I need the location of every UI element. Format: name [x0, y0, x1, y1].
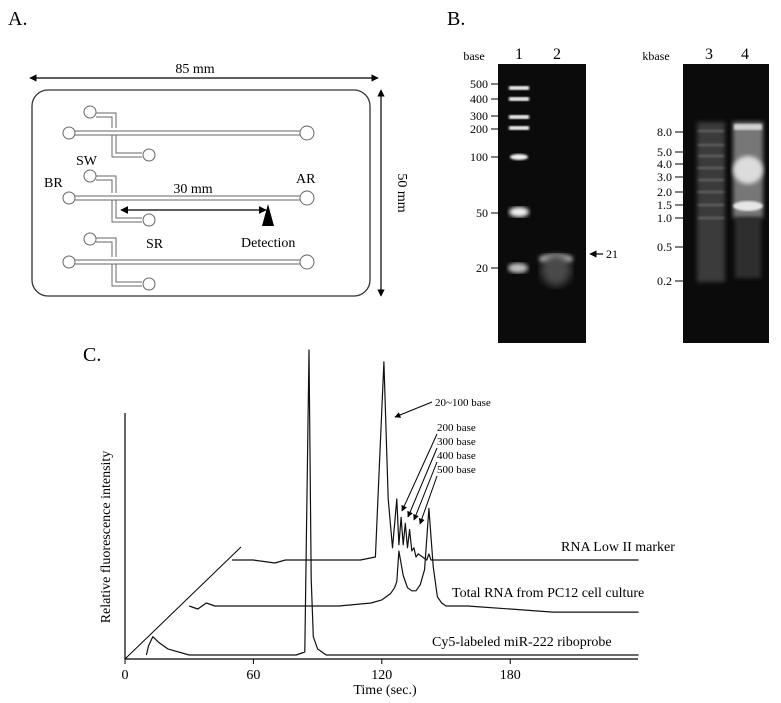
chip-outline [31, 89, 371, 297]
annotation-arrow-200 [401, 433, 438, 512]
gel-2-marker-4.0: 4.0 [657, 157, 672, 171]
gel-2-lane-3-label: 3 [705, 46, 713, 63]
detection-label: Detection [241, 236, 295, 251]
y-axis-label: Relative fluorescence intensity [99, 451, 114, 624]
gel-1-marker-50: 50 [476, 206, 488, 220]
gel-1-lane-2-label: 2 [553, 46, 561, 63]
gel-2-marker-8.0: 8.0 [657, 125, 672, 139]
gel-1-marker-labels: 500 400 300 200 100 50 20 [470, 77, 488, 275]
x-tick-label-60: 60 [246, 668, 260, 683]
gel-2-marker-1.0: 1.0 [657, 211, 672, 225]
series-label-marker: RNA Low II marker [561, 540, 675, 555]
chip-width-label: 85 mm [175, 62, 214, 77]
gel-1-lane-1-bands [508, 86, 529, 273]
series-line-riboprobe [145, 349, 639, 656]
panel-c-label: C. [83, 344, 102, 366]
gel-2-marker-labels: 8.0 5.0 4.0 3.0 2.0 1.5 1.0 0.5 0.2 [657, 125, 672, 288]
gel-2-marker-0.5: 0.5 [657, 240, 672, 254]
offset-diagonal-line [124, 546, 242, 660]
gel-1-lane-1-label: 1 [515, 46, 523, 63]
annotation-300-base: 300 base [437, 436, 476, 448]
channel-length-label: 30 mm [173, 182, 212, 197]
gel-2-marker-2.0: 2.0 [657, 185, 672, 199]
gel-2-marker-1.5: 1.5 [657, 198, 672, 212]
x-axis-ticks: 0 60 120 180 [122, 659, 521, 683]
gel-2-lane-4-bands [733, 122, 763, 278]
br-label: BR [44, 176, 63, 191]
electropherogram-chart: 0 60 120 180 Time (sec.) Relative fluoresce… [99, 349, 675, 698]
detection-marker [262, 204, 274, 226]
x-tick-label-180: 180 [500, 668, 521, 683]
series-line-total-rna [189, 507, 639, 613]
gel-2-marker-0.2: 0.2 [657, 274, 672, 288]
gel-1-arrow-label: 21 [606, 247, 618, 261]
channel-set-2 [62, 169, 315, 227]
ar-label: AR [296, 172, 316, 187]
annotation-arrow-20-100 [394, 401, 433, 418]
gel-2-marker-5.0: 5.0 [657, 145, 672, 159]
gel-1-marker-300: 300 [470, 109, 488, 123]
x-tick-label-0: 0 [122, 668, 129, 683]
gel-1-marker-20: 20 [476, 261, 488, 275]
gel-2-marker-3.0: 3.0 [657, 170, 672, 184]
gel-1-image [498, 64, 586, 343]
series-group [145, 349, 639, 656]
gel-1-unit-label: base [463, 49, 484, 63]
panel-a-label: A. [8, 8, 28, 30]
gel-1-marker-100: 100 [470, 150, 488, 164]
gel-2-unit-label: kbase [642, 49, 669, 63]
gel-1-marker-400: 400 [470, 92, 488, 106]
series-label-riboprobe: Cy5-labeled miR-222 riboprobe [432, 635, 612, 650]
series-line-marker [232, 361, 639, 564]
gel-1-lane-2-bands [539, 254, 573, 286]
annotation-20-100-base: 20~100 base [435, 397, 491, 409]
gel-2-lane-3-bands [697, 122, 725, 282]
chip-schematic: 85 mm 50 mm SW BR 30 mm AR SR Detection [29, 62, 409, 297]
series-label-total-rna: Total RNA from PC12 cell culture [452, 586, 644, 601]
sr-label: SR [146, 237, 164, 252]
x-tick-label-120: 120 [371, 668, 392, 683]
gel-2-marker-ticks [675, 131, 683, 282]
x-axis-label: Time (sec.) [353, 683, 417, 698]
annotation-200-base: 200 base [437, 422, 476, 434]
annotation-500-base: 500 base [437, 464, 476, 476]
sw-label: SW [76, 154, 98, 169]
gel-figure: base 1 2 500 400 300 200 100 50 20 21 [463, 46, 769, 343]
annotation-arrow-500 [418, 475, 438, 525]
annotation-arrow-400 [413, 461, 438, 521]
gel-1-marker-200: 200 [470, 122, 488, 136]
gel-1-marker-500: 500 [470, 77, 488, 91]
channel-set-3 [62, 232, 315, 291]
annotation-400-base: 400 base [437, 450, 476, 462]
chip-height-label: 50 mm [394, 173, 409, 212]
gel-2-lane-4-label: 4 [741, 46, 749, 63]
annotation-arrow-300 [407, 447, 438, 518]
gel-1-marker-ticks [491, 83, 499, 269]
channel-set-1 [62, 105, 315, 162]
panel-b-label: B. [447, 8, 466, 30]
